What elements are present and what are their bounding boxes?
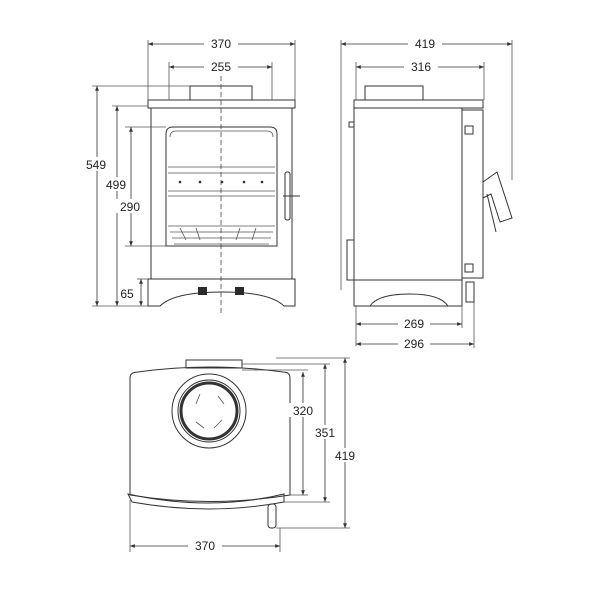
front-height-label: 549 — [86, 158, 106, 172]
top-body-depth-label: 351 — [315, 426, 335, 440]
front-flue-width-label: 255 — [211, 60, 231, 74]
top-plate — [129, 366, 291, 502]
side-top-plate — [353, 99, 484, 109]
side-base — [353, 279, 463, 307]
front-air-control-left[interactable] — [198, 287, 207, 295]
front-base — [147, 278, 296, 307]
front-grate — [168, 225, 275, 245]
side-base-inner-label: 269 — [404, 317, 424, 331]
front-body-height-label: 499 — [106, 178, 126, 192]
top-width-label: 370 — [195, 539, 215, 553]
side-door-handle[interactable] — [482, 171, 513, 223]
front-door-height-label: 290 — [120, 200, 140, 214]
front-leg-height-label: 65 — [120, 287, 134, 301]
side-flue-collar — [364, 85, 424, 101]
top-total-depth-label: 419 — [335, 449, 355, 463]
side-view: 419 316 269 296 — [340, 36, 513, 351]
side-base-depth-label: 296 — [404, 337, 424, 351]
side-depth-label: 419 — [415, 37, 435, 51]
side-door — [461, 109, 484, 279]
front-view: 370 255 549 499 290 65 — [82, 36, 300, 316]
top-door-handle[interactable] — [267, 503, 277, 529]
top-flue-center-label: 320 — [293, 404, 313, 418]
top-flue-outer — [171, 373, 247, 449]
front-body — [150, 107, 293, 280]
front-width-label: 370 — [211, 37, 231, 51]
side-body — [353, 107, 463, 307]
top-view: 370 320 351 419 — [127, 357, 359, 553]
front-top-plate — [147, 99, 296, 109]
side-rear-outlet — [346, 239, 355, 281]
front-door-window — [165, 126, 278, 247]
side-top-depth-label: 316 — [411, 60, 431, 74]
top-flue-ring — [179, 381, 239, 441]
front-air-control-right[interactable] — [235, 287, 244, 295]
